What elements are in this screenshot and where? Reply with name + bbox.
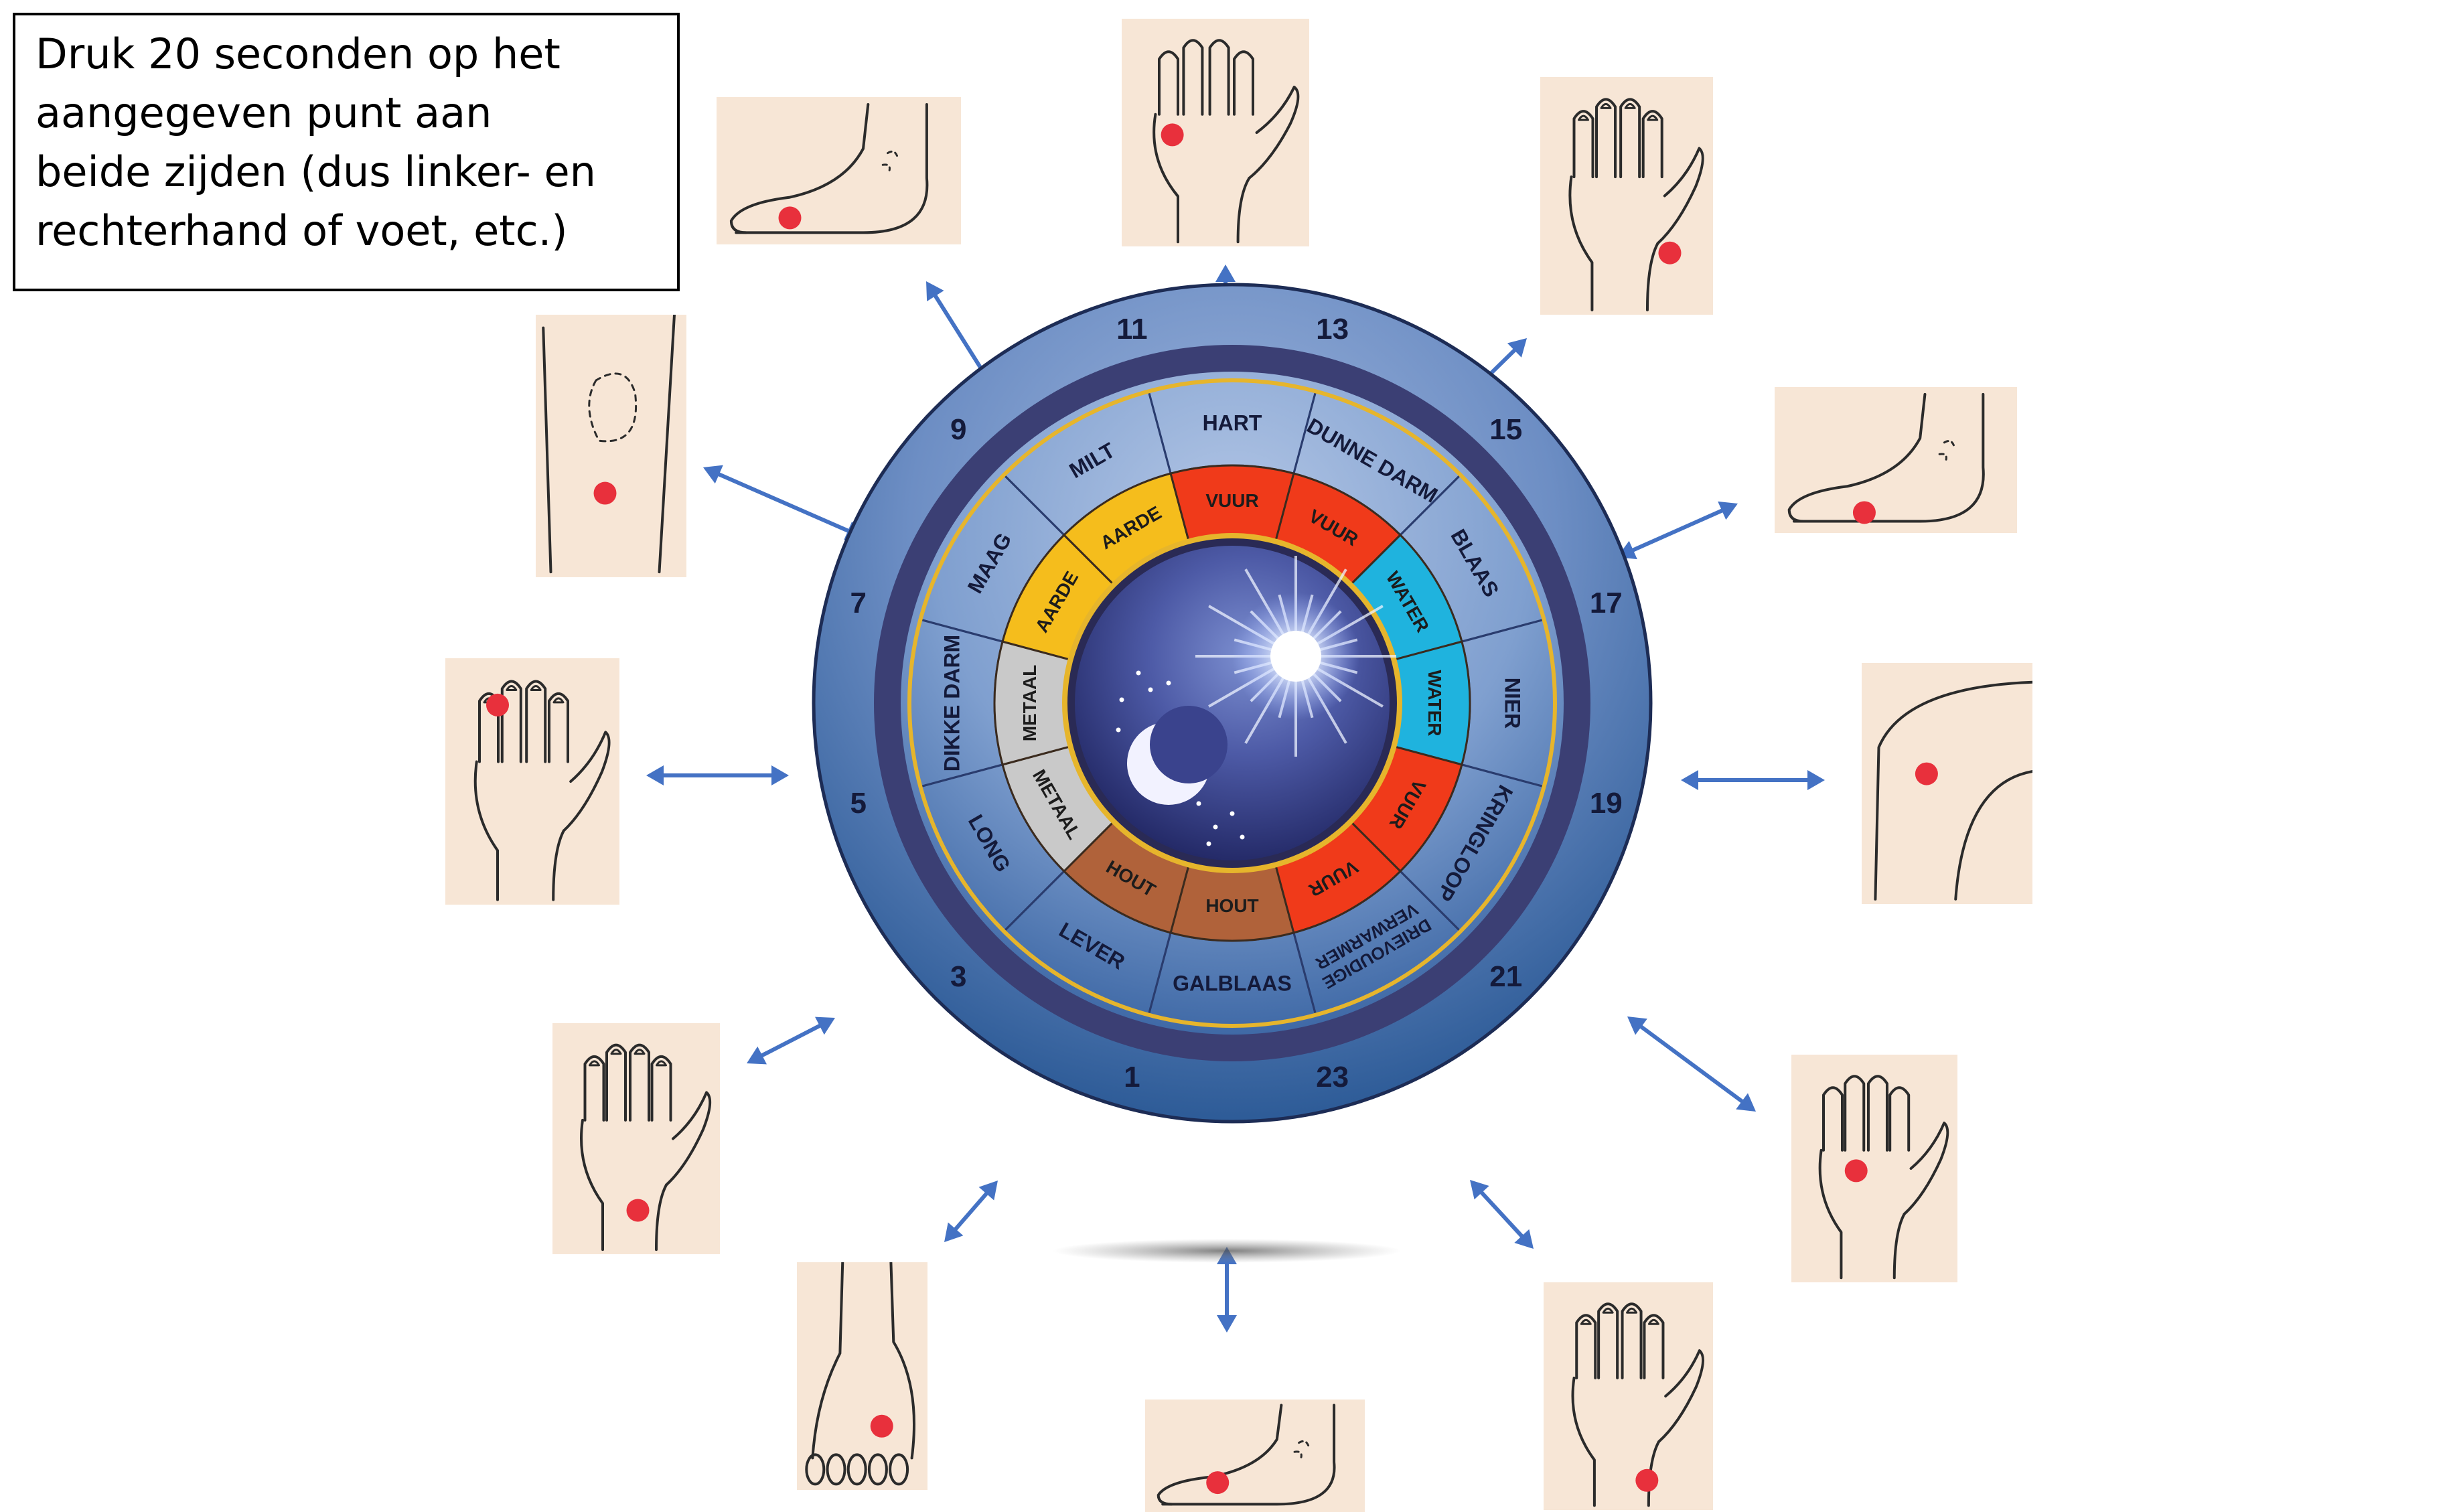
pressure-point-marker	[1161, 123, 1184, 147]
hour-label-11: 11	[1116, 313, 1148, 346]
instruction-line-1: Druk 20 seconden op het	[35, 29, 561, 78]
hour-label-23: 23	[1316, 1061, 1349, 1093]
organ-label: DIKKE DARM	[940, 635, 964, 771]
foot-side-view-illustration	[1787, 392, 1985, 524]
hour-label-17: 17	[1590, 587, 1623, 619]
gold-ring-outer	[907, 378, 1557, 1028]
double-arrow-10	[747, 1016, 835, 1065]
crescent-moon-icon	[1127, 706, 1228, 805]
pressure-point-marker	[1844, 1159, 1868, 1183]
star-icon	[1116, 727, 1121, 733]
card-hand-top-right	[1540, 77, 1713, 315]
knee-illustration	[542, 315, 676, 574]
pressure-point-marker	[1658, 241, 1682, 264]
hand-palm-illustration	[1153, 39, 1300, 244]
pressure-point-marker	[626, 1199, 650, 1222]
hour-label-7: 7	[850, 587, 866, 619]
card-hand-top	[1122, 19, 1309, 246]
hour-label-19: 19	[1590, 787, 1623, 820]
double-arrow-5	[1681, 770, 1825, 790]
hour-label-1: 1	[1124, 1061, 1140, 1093]
element-label: VUUR	[1205, 490, 1258, 511]
star-icon	[1240, 834, 1245, 840]
double-arrow-11	[646, 765, 789, 785]
hand-back-illustration	[580, 1043, 712, 1252]
hour-label-3: 3	[950, 960, 966, 993]
hour-label-21: 21	[1489, 960, 1522, 993]
knee-illustration	[1874, 680, 2032, 901]
element-label: HOUT	[1205, 895, 1258, 916]
hand-back-illustration	[473, 680, 611, 901]
organ-label: NIER	[1501, 678, 1525, 729]
pressure-point-marker	[1206, 1471, 1230, 1495]
organ-label: GALBLAAS	[1173, 972, 1292, 996]
hand-back-illustration	[1571, 1302, 1704, 1507]
star-icon	[1213, 824, 1218, 830]
instruction-box: Druk 20 seconden op het aangegeven punt …	[13, 13, 680, 291]
hour-label-9: 9	[950, 413, 966, 446]
card-hand-left	[445, 658, 619, 905]
card-knee-right	[1862, 663, 2032, 904]
instruction-line-3: beide zijden (dus linker- en	[35, 147, 596, 196]
card-foot-bottom-left	[797, 1262, 927, 1490]
star-icon	[1148, 687, 1153, 692]
card-hand-bottom-right	[1791, 1055, 1957, 1282]
star-icon	[1206, 841, 1211, 846]
element-label: METAAL	[1019, 665, 1040, 742]
star-icon	[1166, 680, 1171, 686]
pressure-point-marker	[486, 693, 509, 716]
card-hand-bottom-right-2	[1544, 1282, 1713, 1510]
card-foot-top-left	[717, 97, 961, 244]
clock-shadow	[1053, 1239, 1401, 1263]
star-icon	[1136, 670, 1141, 676]
star-icon	[1230, 811, 1235, 816]
sun-icon	[1195, 556, 1396, 757]
instruction-line-4: rechterhand of voet, etc.)	[35, 206, 568, 255]
hand-palm-illustration	[1818, 1075, 1949, 1280]
organ-label: HART	[1203, 411, 1262, 435]
star-icon	[1196, 801, 1201, 806]
card-foot-right	[1775, 387, 2017, 533]
pressure-point-marker	[778, 206, 802, 230]
card-foot-bottom	[1145, 1400, 1365, 1512]
pressure-point-marker	[1635, 1468, 1659, 1492]
hour-label-5: 5	[850, 787, 866, 820]
foot-side-view-illustration	[1157, 1404, 1336, 1506]
double-arrow-6	[1627, 1016, 1756, 1112]
element-label: WATER	[1424, 670, 1445, 736]
double-arrow-4	[1617, 501, 1738, 560]
hour-label-15: 15	[1489, 413, 1522, 446]
star-icon	[1119, 697, 1124, 702]
double-arrow-12	[703, 465, 864, 540]
pressure-point-marker	[870, 1414, 893, 1438]
pressure-point-marker	[1915, 762, 1938, 785]
double-arrow-7	[1470, 1180, 1534, 1249]
double-arrow-9	[944, 1181, 998, 1242]
hour-label-13: 13	[1316, 313, 1349, 346]
foot-side-view-illustration	[729, 103, 929, 234]
hand-back-illustration	[1568, 98, 1704, 311]
foot-front-view-illustration	[805, 1262, 915, 1486]
instruction-line-2: aangegeven punt aan	[35, 88, 492, 137]
pressure-point-marker	[1852, 501, 1876, 524]
card-hand-left-low	[552, 1023, 720, 1254]
card-knee-left	[536, 315, 686, 577]
pressure-point-marker	[593, 481, 617, 505]
